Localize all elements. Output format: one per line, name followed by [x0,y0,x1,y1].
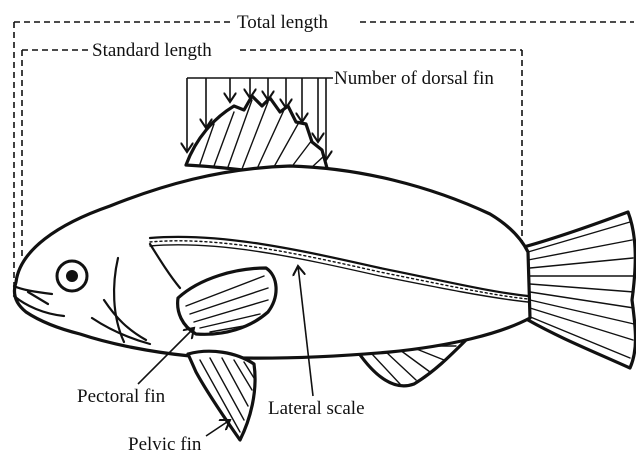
pelvic-fin-label: Pelvic fin [128,434,202,454]
pectoral-fin-label: Pectoral fin [77,386,166,407]
pelvic-fin [188,351,255,440]
lateral-scale-label: Lateral scale [268,398,365,419]
pelvic-fin-pointer [206,420,230,436]
total-length-label: Total length [237,12,329,33]
dorsal-fin-count-label: Number of dorsal fin [334,68,494,89]
eye [57,261,87,291]
fish-body [14,166,530,358]
standard-length-label: Standard length [92,40,212,61]
caudal-fin [520,212,636,368]
